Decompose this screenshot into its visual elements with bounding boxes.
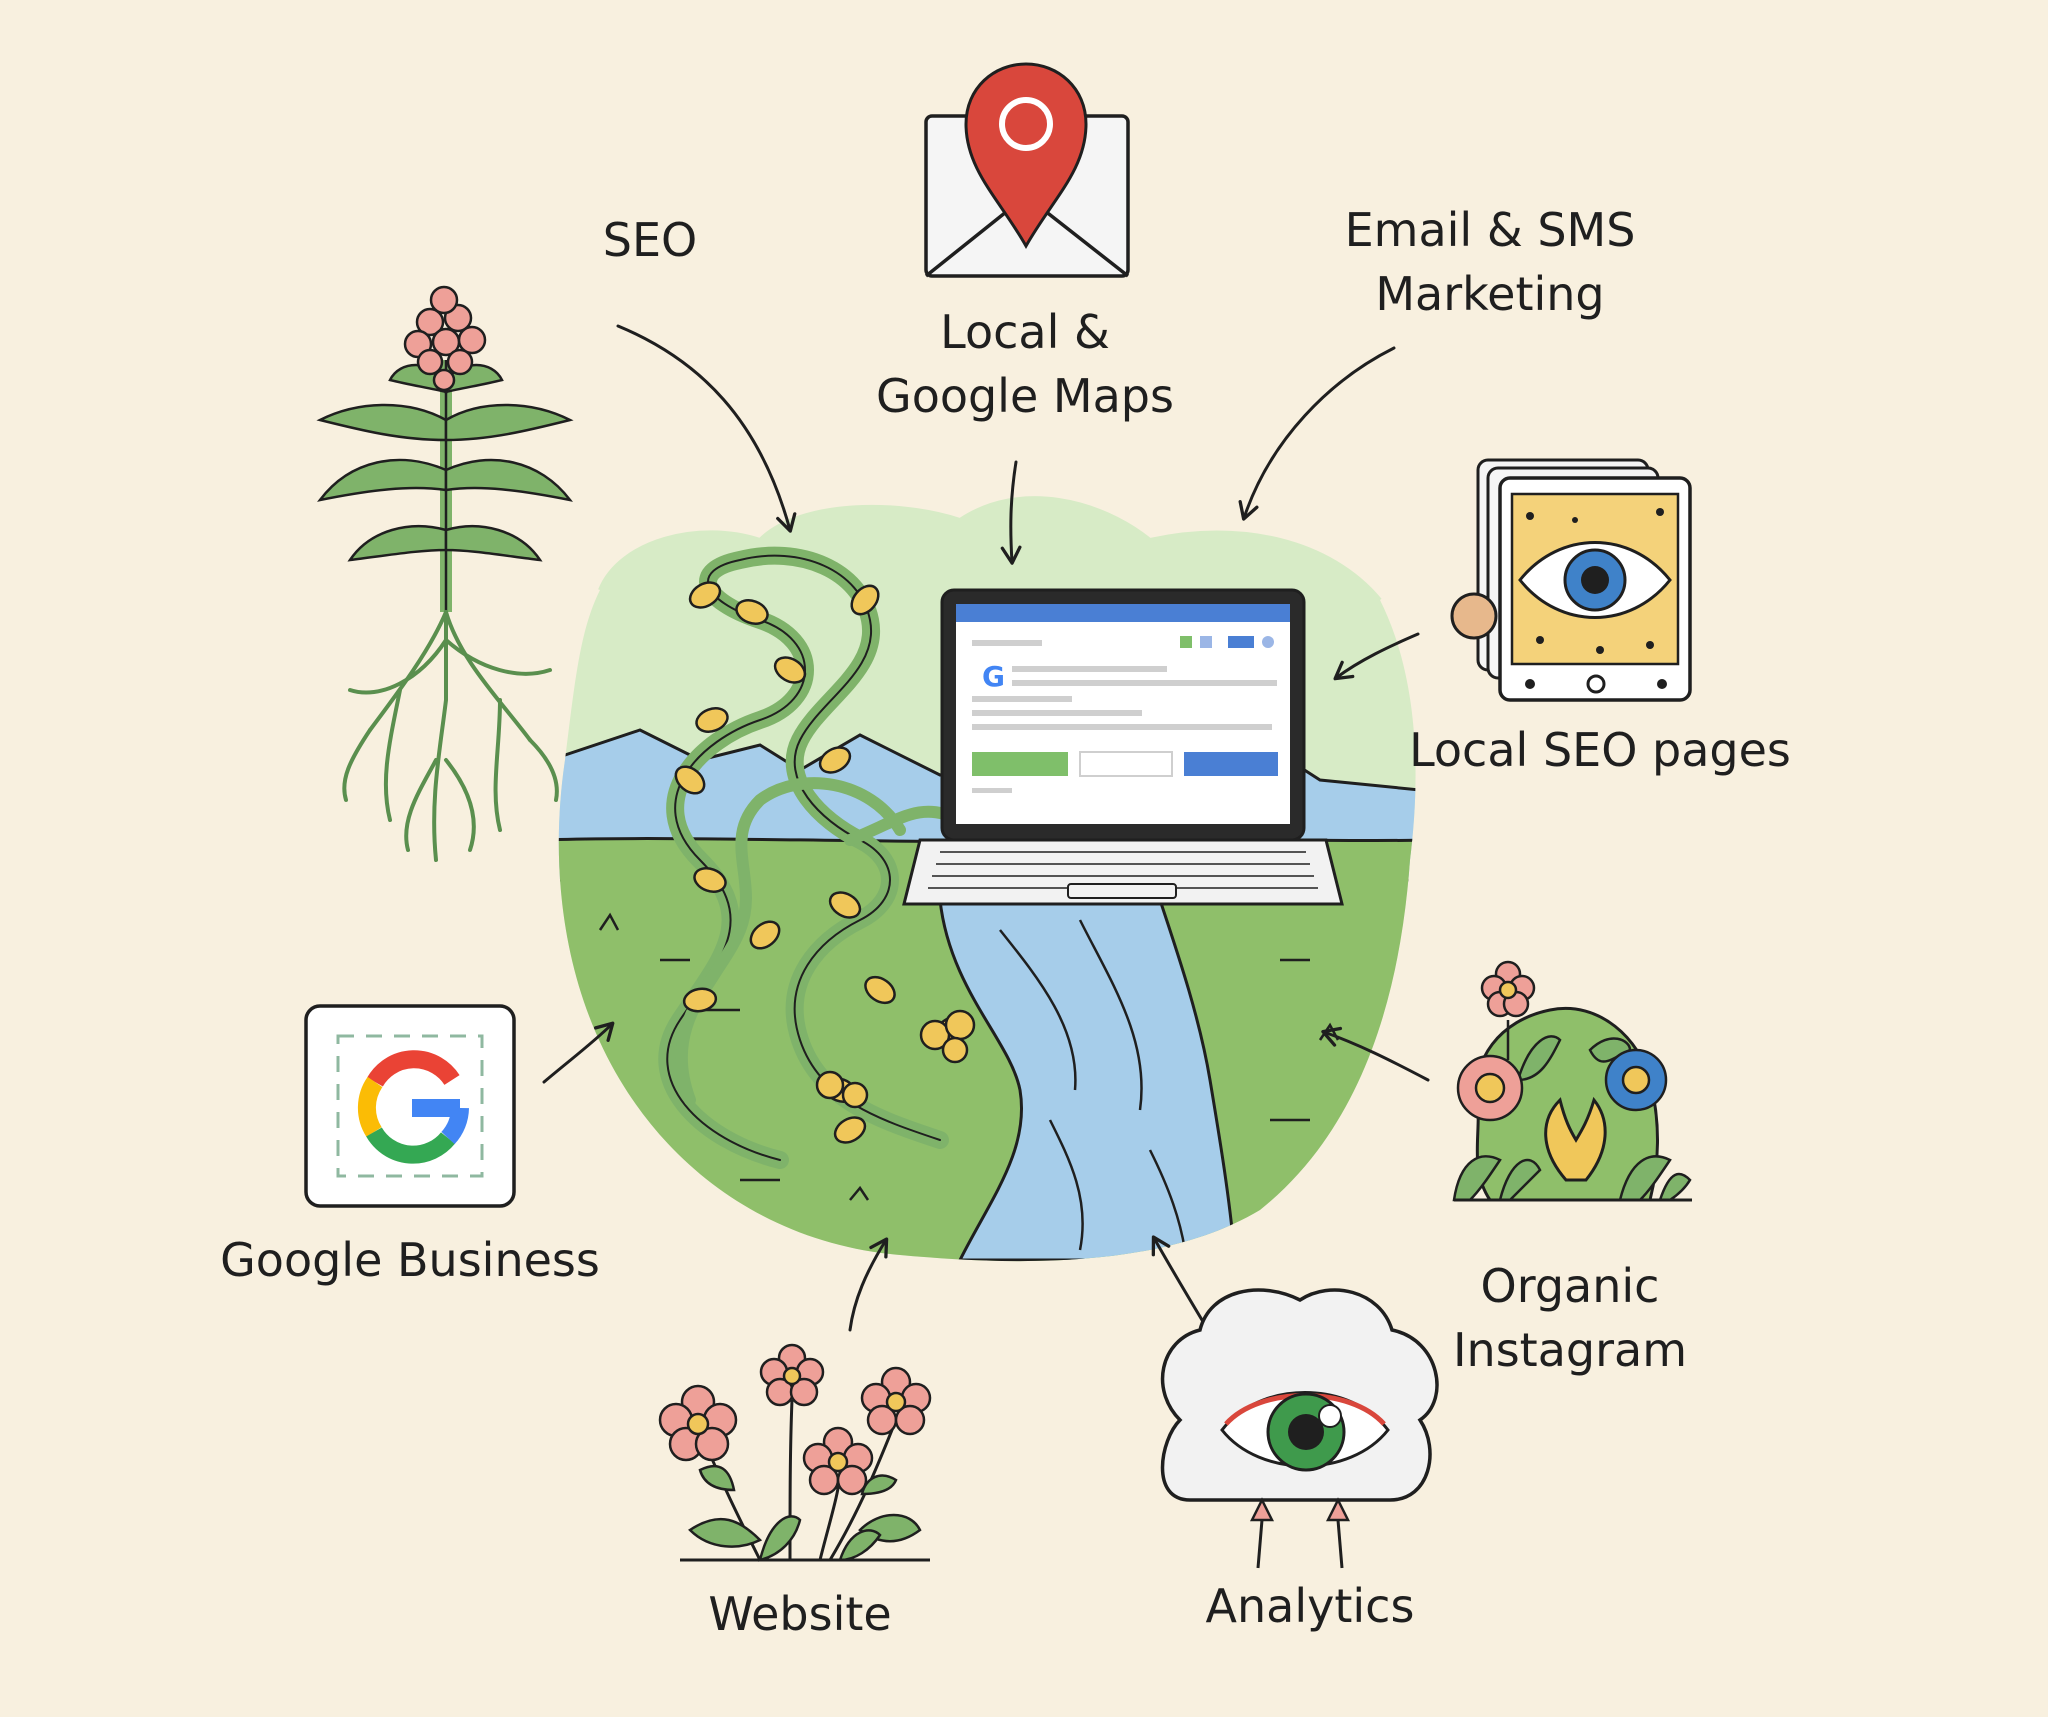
laptop: G [902, 588, 1344, 906]
red-flower [1456, 1054, 1524, 1122]
arrow-seo [616, 324, 797, 533]
arrow-website [848, 1237, 889, 1332]
label-local-maps-line2: Google Maps [876, 369, 1174, 423]
label-organic-instagram: Organic Instagram [1420, 1254, 1720, 1382]
label-website: Website [660, 1582, 940, 1646]
label-google-business-text: Google Business [220, 1233, 600, 1287]
arrow-organic-instagram [1321, 1026, 1430, 1082]
plant-roots-icon [316, 285, 574, 862]
flowers-icon [658, 1343, 932, 1562]
cloud-eye-icon [1160, 1288, 1439, 1569]
blue-flower [1604, 1048, 1668, 1112]
label-organic-instagram-line1: Organic [1480, 1259, 1660, 1313]
arrow-local-maps [1000, 460, 1022, 565]
pink-flower [860, 1366, 932, 1436]
flower-bush-icon [1452, 960, 1692, 1202]
yellow-bloom [815, 1009, 976, 1109]
google-business-card-icon [304, 1004, 516, 1208]
pink-flower [802, 1426, 874, 1496]
map-pin-icon [964, 62, 1088, 250]
google-result-page: G [972, 636, 1278, 793]
label-analytics-text: Analytics [1205, 1579, 1415, 1633]
envelope-map-pin-icon [924, 62, 1130, 278]
label-local-seo-pages: Local SEO pages [1400, 718, 1800, 782]
laptop-google-letter: G [982, 660, 1005, 693]
label-seo: SEO [560, 208, 740, 272]
pink-flower-cluster [403, 285, 487, 392]
arrow-google-business [542, 1021, 615, 1084]
label-google-business: Google Business [200, 1228, 620, 1292]
label-email-sms-line1: Email & SMS [1344, 203, 1636, 257]
pink-flower [759, 1343, 825, 1407]
google-g-logo [357, 1050, 469, 1164]
label-website-text: Website [708, 1587, 892, 1641]
vine [658, 546, 976, 1169]
label-email-sms: Email & SMS Marketing [1310, 198, 1670, 326]
label-local-maps: Local & Google Maps [860, 300, 1190, 428]
pink-flower [1480, 960, 1536, 1060]
label-local-seo-pages-text: Local SEO pages [1409, 723, 1791, 777]
pink-flower [658, 1384, 738, 1462]
arrow-email-sms [1238, 346, 1396, 521]
label-email-sms-line2: Marketing [1375, 267, 1605, 321]
arrow-local-seo-pages [1333, 632, 1420, 681]
tablet-eye-icon [1450, 458, 1692, 702]
label-organic-instagram-line2: Instagram [1452, 1323, 1688, 1377]
label-seo-text: SEO [602, 213, 698, 267]
label-local-maps-line1: Local & [940, 305, 1110, 359]
arrow-analytics [1151, 1235, 1210, 1332]
label-analytics: Analytics [1160, 1574, 1460, 1638]
